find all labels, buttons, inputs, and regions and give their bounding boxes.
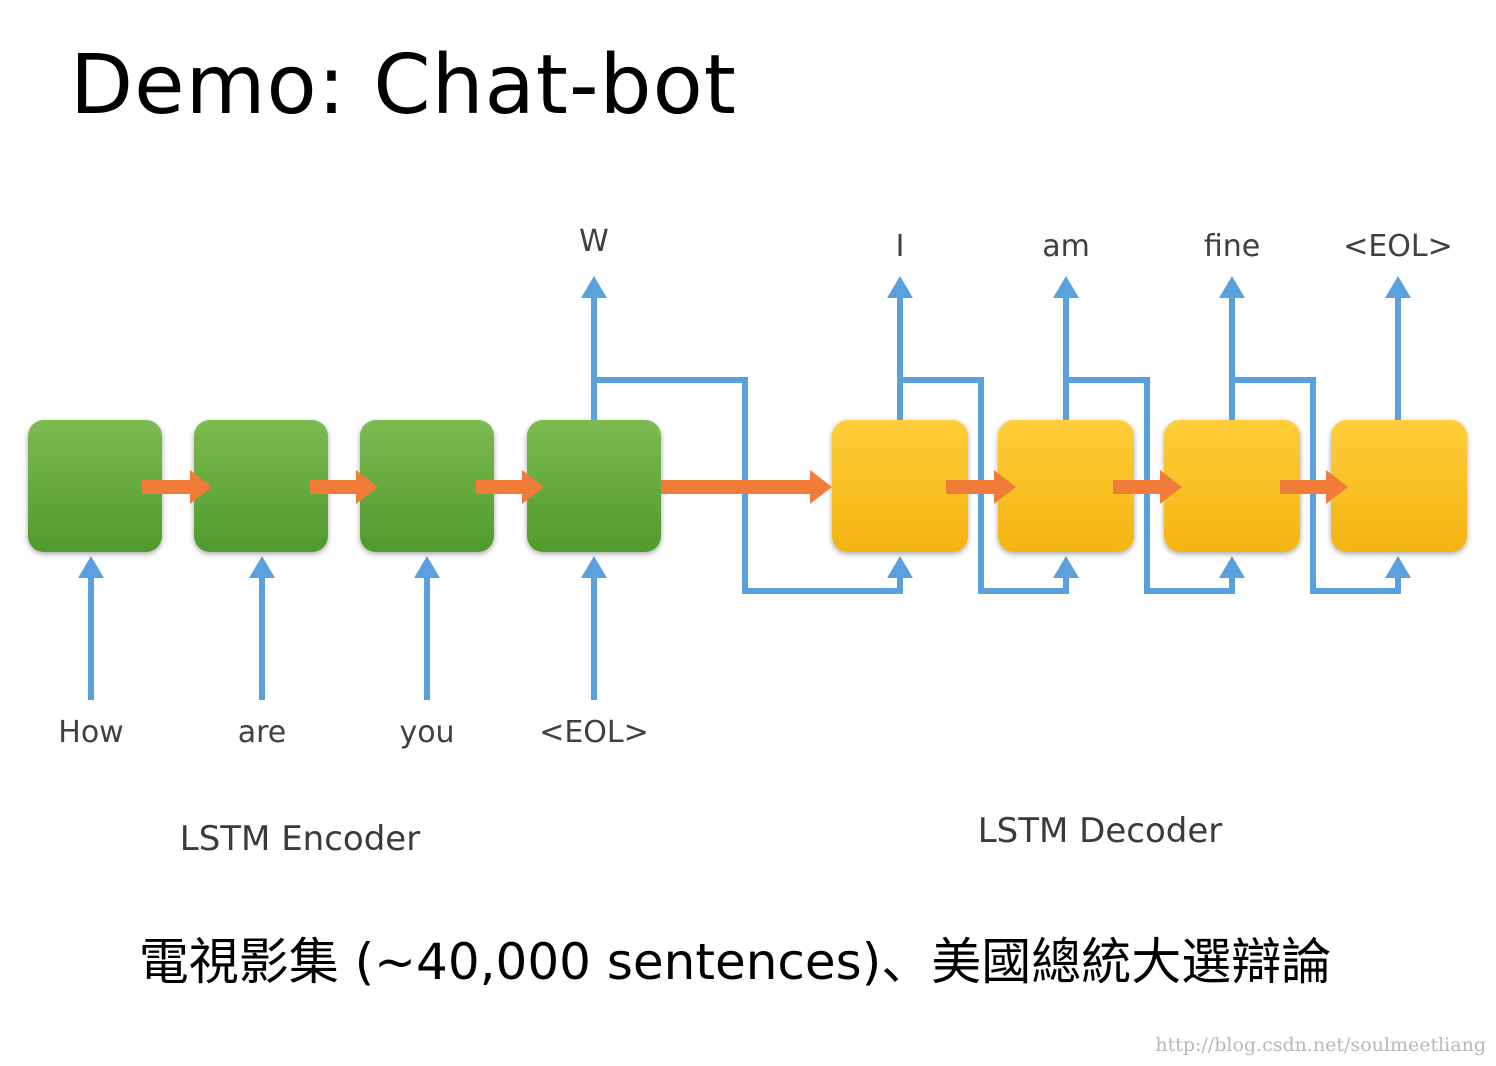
encoder-label: LSTM Encoder xyxy=(180,819,420,859)
recurrent-arrow-head xyxy=(522,470,544,504)
io-arrow-head xyxy=(581,276,607,298)
recurrent-arrows xyxy=(142,470,1348,504)
io-arrow-head xyxy=(414,556,440,578)
feedback-loop-line xyxy=(1066,377,1235,594)
recurrent-arrow-head xyxy=(1160,470,1182,504)
feedback-arrow-head xyxy=(887,556,913,578)
recurrent-arrow-head xyxy=(356,470,378,504)
recurrent-arrow-head xyxy=(994,470,1016,504)
encoder-cell xyxy=(360,420,494,552)
io-arrow-head xyxy=(1219,276,1245,298)
encoder-output-word: W xyxy=(579,224,609,259)
watermark: http://blog.csdn.net/soulmeetliang xyxy=(1155,1034,1486,1056)
encoder-input-word: How xyxy=(58,715,123,750)
decoder-label: LSTM Decoder xyxy=(978,811,1223,851)
decoder-output-word: am xyxy=(1042,229,1090,264)
encoder-cell xyxy=(194,420,328,552)
encoder-cell xyxy=(28,420,162,552)
io-arrow-head xyxy=(1053,276,1079,298)
io-arrow-head xyxy=(581,556,607,578)
recurrent-arrow-head xyxy=(190,470,212,504)
slide-title: Demo: Chat-bot xyxy=(70,38,737,133)
encoder-input-word: are xyxy=(238,715,287,750)
decoder-cell xyxy=(832,420,968,552)
io-arrow-head xyxy=(887,276,913,298)
feedback-loop-line xyxy=(1232,377,1401,594)
encoder-input-word: <EOL> xyxy=(539,715,649,750)
lstm-cells xyxy=(28,420,1467,552)
decoder-cell xyxy=(1331,420,1467,552)
io-arrow-head xyxy=(249,556,275,578)
decoder-cell xyxy=(1164,420,1300,552)
feedback-lines xyxy=(594,377,1401,594)
feedback-arrow-head xyxy=(1053,556,1079,578)
recurrent-arrow-head xyxy=(810,470,832,504)
io-arrow-head xyxy=(1385,276,1411,298)
decoder-output-word: fine xyxy=(1204,229,1260,264)
io-arrow-head xyxy=(78,556,104,578)
feedback-arrow-head xyxy=(1219,556,1245,578)
feedback-arrow-head xyxy=(1385,556,1411,578)
feedback-loop-line xyxy=(900,377,1069,594)
decoder-cell xyxy=(998,420,1134,552)
decoder-output-word: <EOL> xyxy=(1343,229,1453,264)
decoder-output-word: I xyxy=(896,229,905,264)
dataset-caption: 電視影集 (~40,000 sentences)、美國總統大選辯論 xyxy=(138,933,1332,991)
encoder-input-word: you xyxy=(399,715,454,750)
feedback-loop-line xyxy=(594,377,903,594)
io-arrows xyxy=(78,276,1411,700)
encoder-cell xyxy=(527,420,661,552)
recurrent-arrow-head xyxy=(1326,470,1348,504)
